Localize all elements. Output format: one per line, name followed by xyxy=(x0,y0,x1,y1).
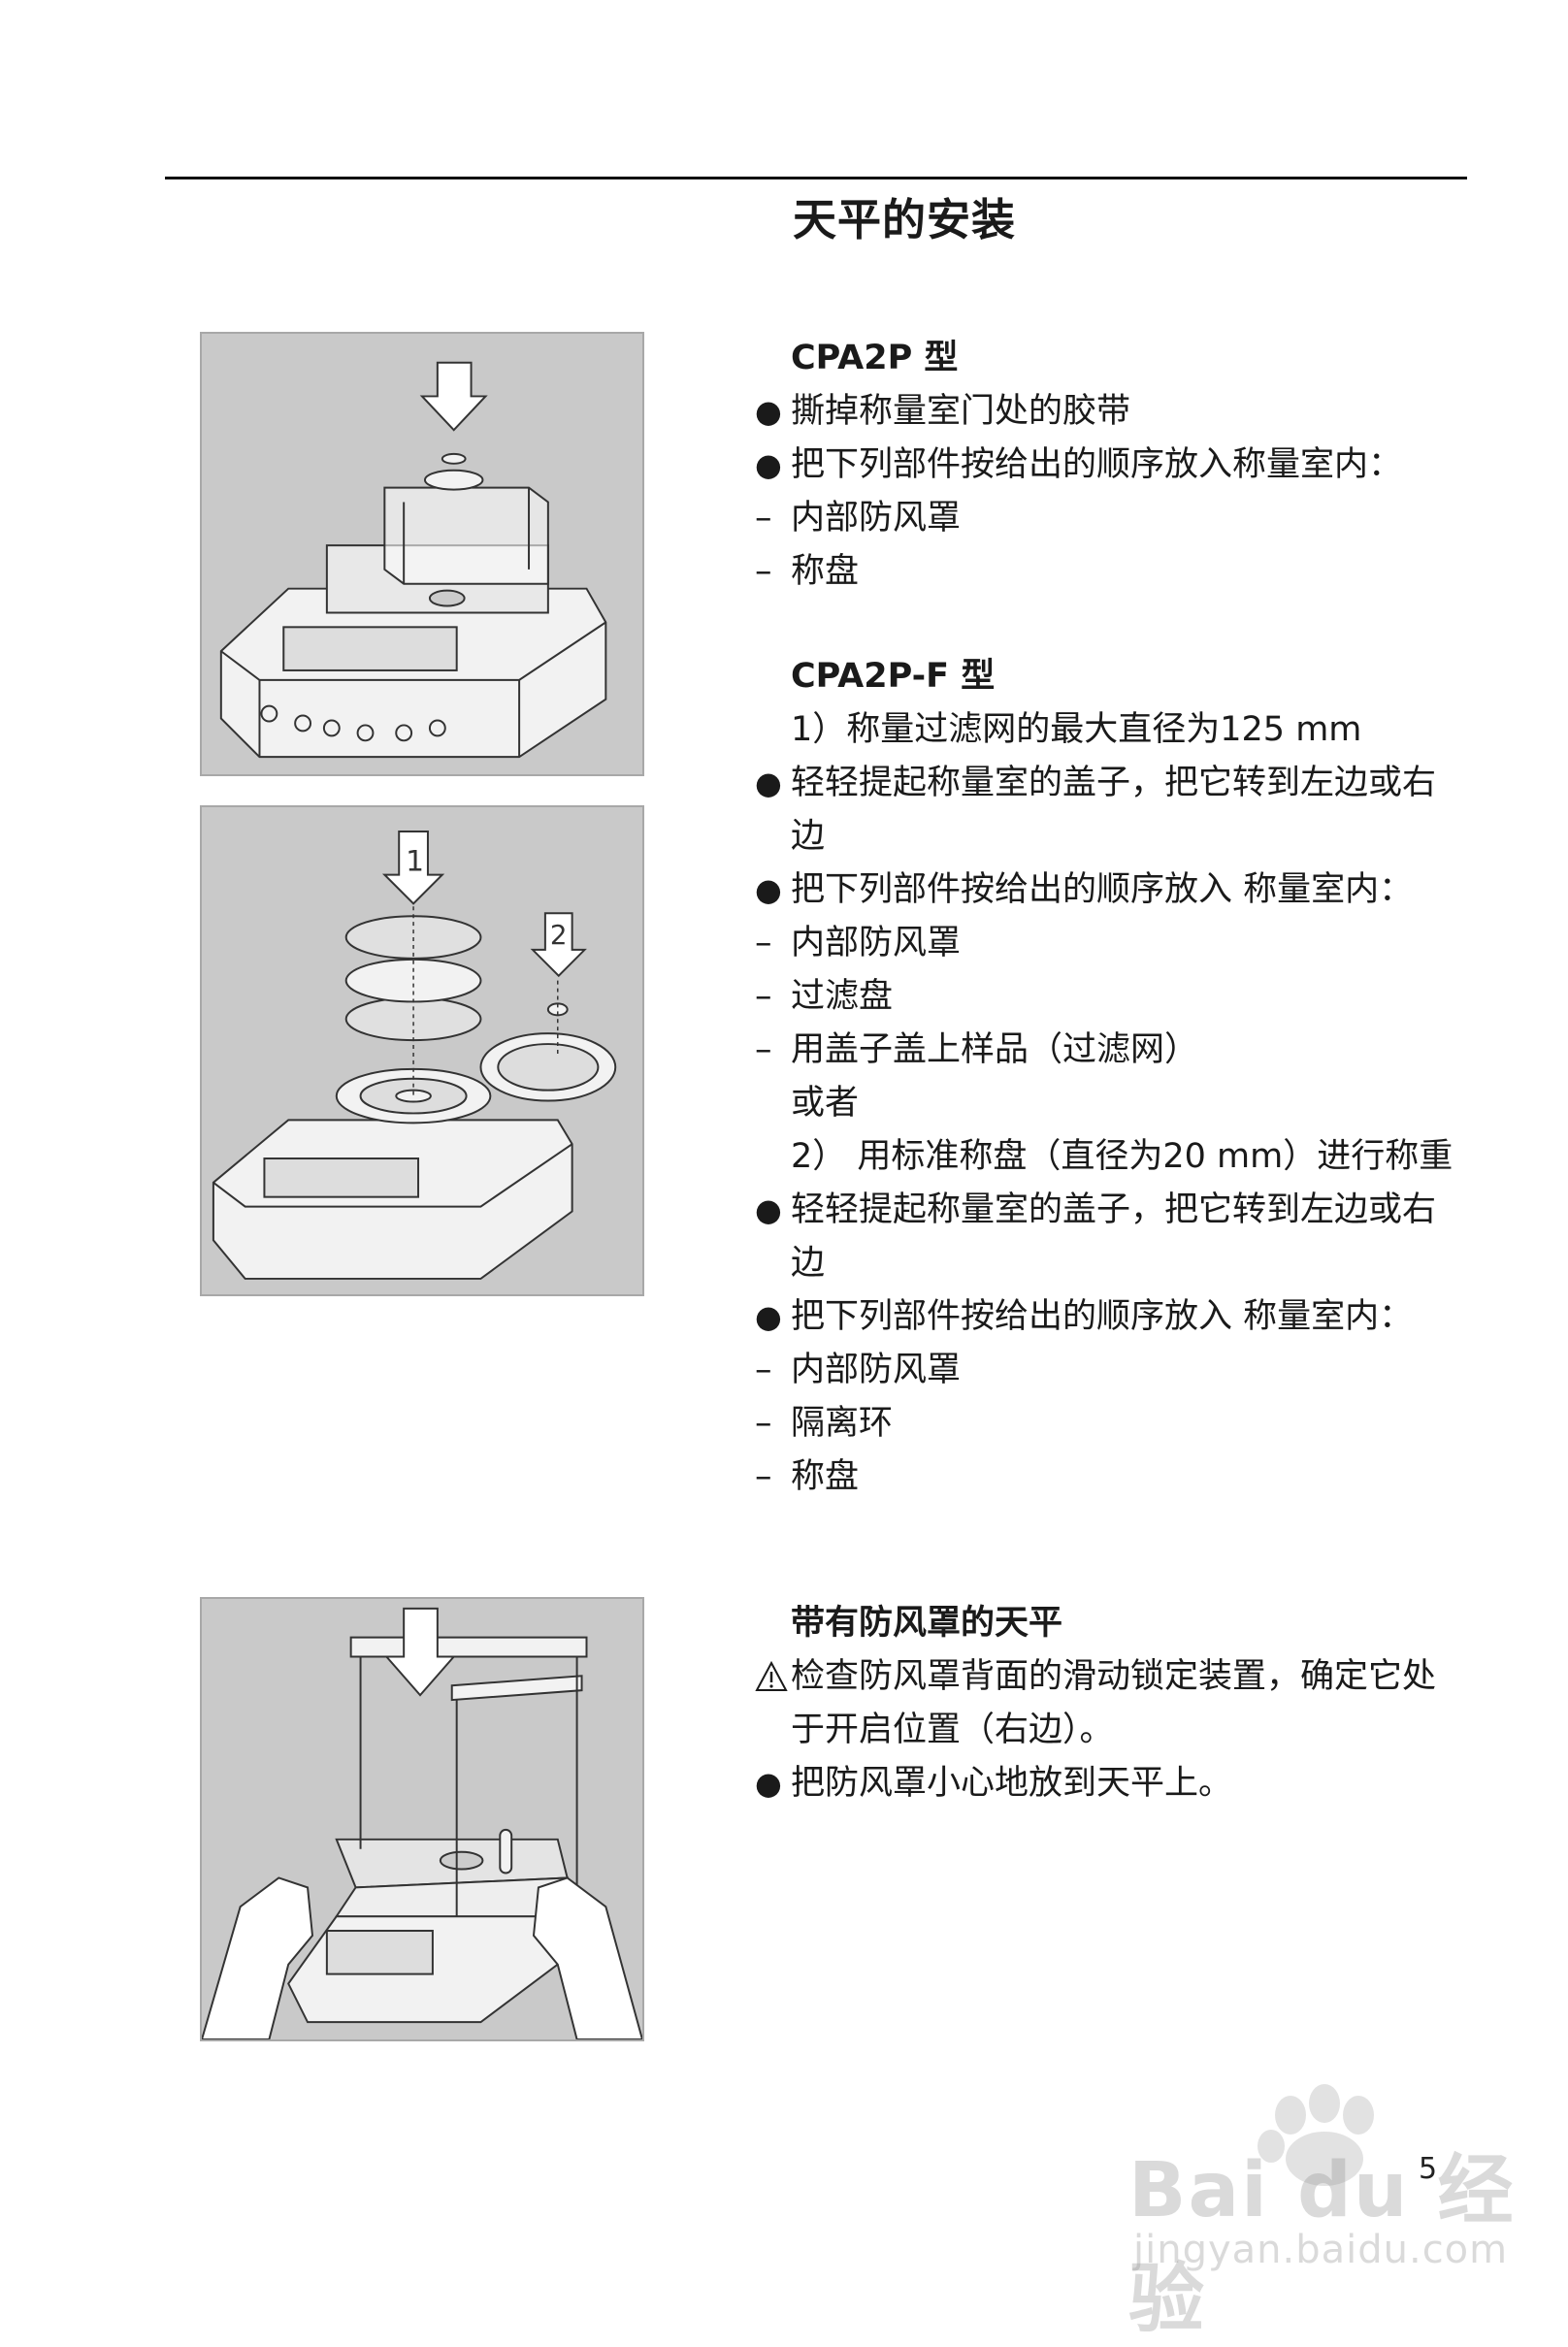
bullet-icon: ● xyxy=(755,393,782,430)
figure-cpa2p-installation xyxy=(200,332,644,776)
list-item: –内部防风罩 xyxy=(755,1344,1473,1397)
page-number: 5 xyxy=(1419,2152,1438,2186)
list-item: ●把下列部件按给出的顺序放入称量室内： xyxy=(755,439,1473,492)
list-item: ●撕掉称量室门处的胶带 xyxy=(755,385,1473,439)
header-rule xyxy=(165,177,1467,179)
baidu-paw-icon xyxy=(1258,2084,1374,2186)
list-item: –称盘 xyxy=(755,1451,1473,1504)
dash-icon: – xyxy=(755,1030,772,1069)
section-heading: CPA2P-F 型 xyxy=(791,657,996,696)
list-item: –过滤盘 xyxy=(755,970,1473,1024)
section-cpa2p: CPA2P 型 ●撕掉称量室门处的胶带 ●把下列部件按给出的顺序放入称量室内： … xyxy=(755,332,1473,599)
balance-illustration-2: 1 2 xyxy=(212,831,617,1280)
dash-icon: – xyxy=(755,924,772,962)
section-draft-shield: 带有防风罩的天平 检查防风罩背面的滑动锁定装置，确定它处 于开启位置（右边）。 … xyxy=(755,1597,1473,1810)
watermark-url: jingyan.baidu.com xyxy=(1133,2228,1509,2272)
list-item: –内部防风罩 xyxy=(755,917,1473,970)
list-item: 边 xyxy=(791,817,826,856)
bullet-icon: ● xyxy=(755,765,782,801)
section-heading: 带有防风罩的天平 xyxy=(791,1604,1063,1643)
dash-icon: – xyxy=(755,552,772,591)
section-heading: CPA2P 型 xyxy=(791,339,959,377)
list-item: –内部防风罩 xyxy=(755,492,1473,545)
dash-icon: – xyxy=(755,1457,772,1496)
list-item: ●把防风罩小心地放到天平上。 xyxy=(755,1757,1473,1810)
list-item: ●把下列部件按给出的顺序放入 称量室内： xyxy=(755,1290,1473,1344)
watermark-logo-text: Bai du 经验 xyxy=(1128,2147,1516,2343)
list-item: –隔离环 xyxy=(755,1397,1473,1451)
list-item: 检查防风罩背面的滑动锁定装置，确定它处 xyxy=(755,1650,1473,1704)
list-item: –称盘 xyxy=(755,545,1473,599)
list-item: 1）称量过滤网的最大直径为125 mm xyxy=(791,710,1362,749)
page-title: 天平的安装 xyxy=(793,194,1017,245)
figure-draft-shield-installation xyxy=(200,1597,644,2041)
bullet-icon: ● xyxy=(755,1298,782,1335)
list-item: ●轻轻提起称量室的盖子，把它转到左边或右 xyxy=(755,1184,1473,1237)
figure-cpa2p-f-installation: 1 2 xyxy=(200,805,644,1296)
dash-icon: – xyxy=(755,499,772,538)
list-item: 或者 xyxy=(791,1084,860,1123)
dash-icon: – xyxy=(755,977,772,1016)
step-2-label: 2 xyxy=(550,919,568,951)
warning-icon xyxy=(755,1650,791,1704)
bullet-icon: ● xyxy=(755,1765,782,1802)
bullet-icon: ● xyxy=(755,446,782,483)
list-item: ●把下列部件按给出的顺序放入 称量室内： xyxy=(755,864,1473,917)
list-item: 2） 用标准称盘（直径为20 mm）进行称重 xyxy=(791,1137,1454,1176)
bullet-icon: ● xyxy=(755,871,782,908)
section-cpa2p-f: CPA2P-F 型 1）称量过滤网的最大直径为125 mm ●轻轻提起称量室的盖… xyxy=(755,650,1473,1504)
dash-icon: – xyxy=(755,1404,772,1443)
balance-illustration-3 xyxy=(202,1607,642,2039)
list-item: 边 xyxy=(791,1244,826,1283)
dash-icon: – xyxy=(755,1351,772,1389)
list-item: –用盖子盖上样品（过滤网） xyxy=(755,1024,1473,1077)
list-item: 于开启位置（右边）。 xyxy=(791,1711,1114,1749)
bullet-icon: ● xyxy=(755,1191,782,1228)
balance-illustration-1 xyxy=(219,361,607,759)
step-1-label: 1 xyxy=(406,845,424,879)
list-item: ●轻轻提起称量室的盖子，把它转到左边或右 xyxy=(755,757,1473,810)
